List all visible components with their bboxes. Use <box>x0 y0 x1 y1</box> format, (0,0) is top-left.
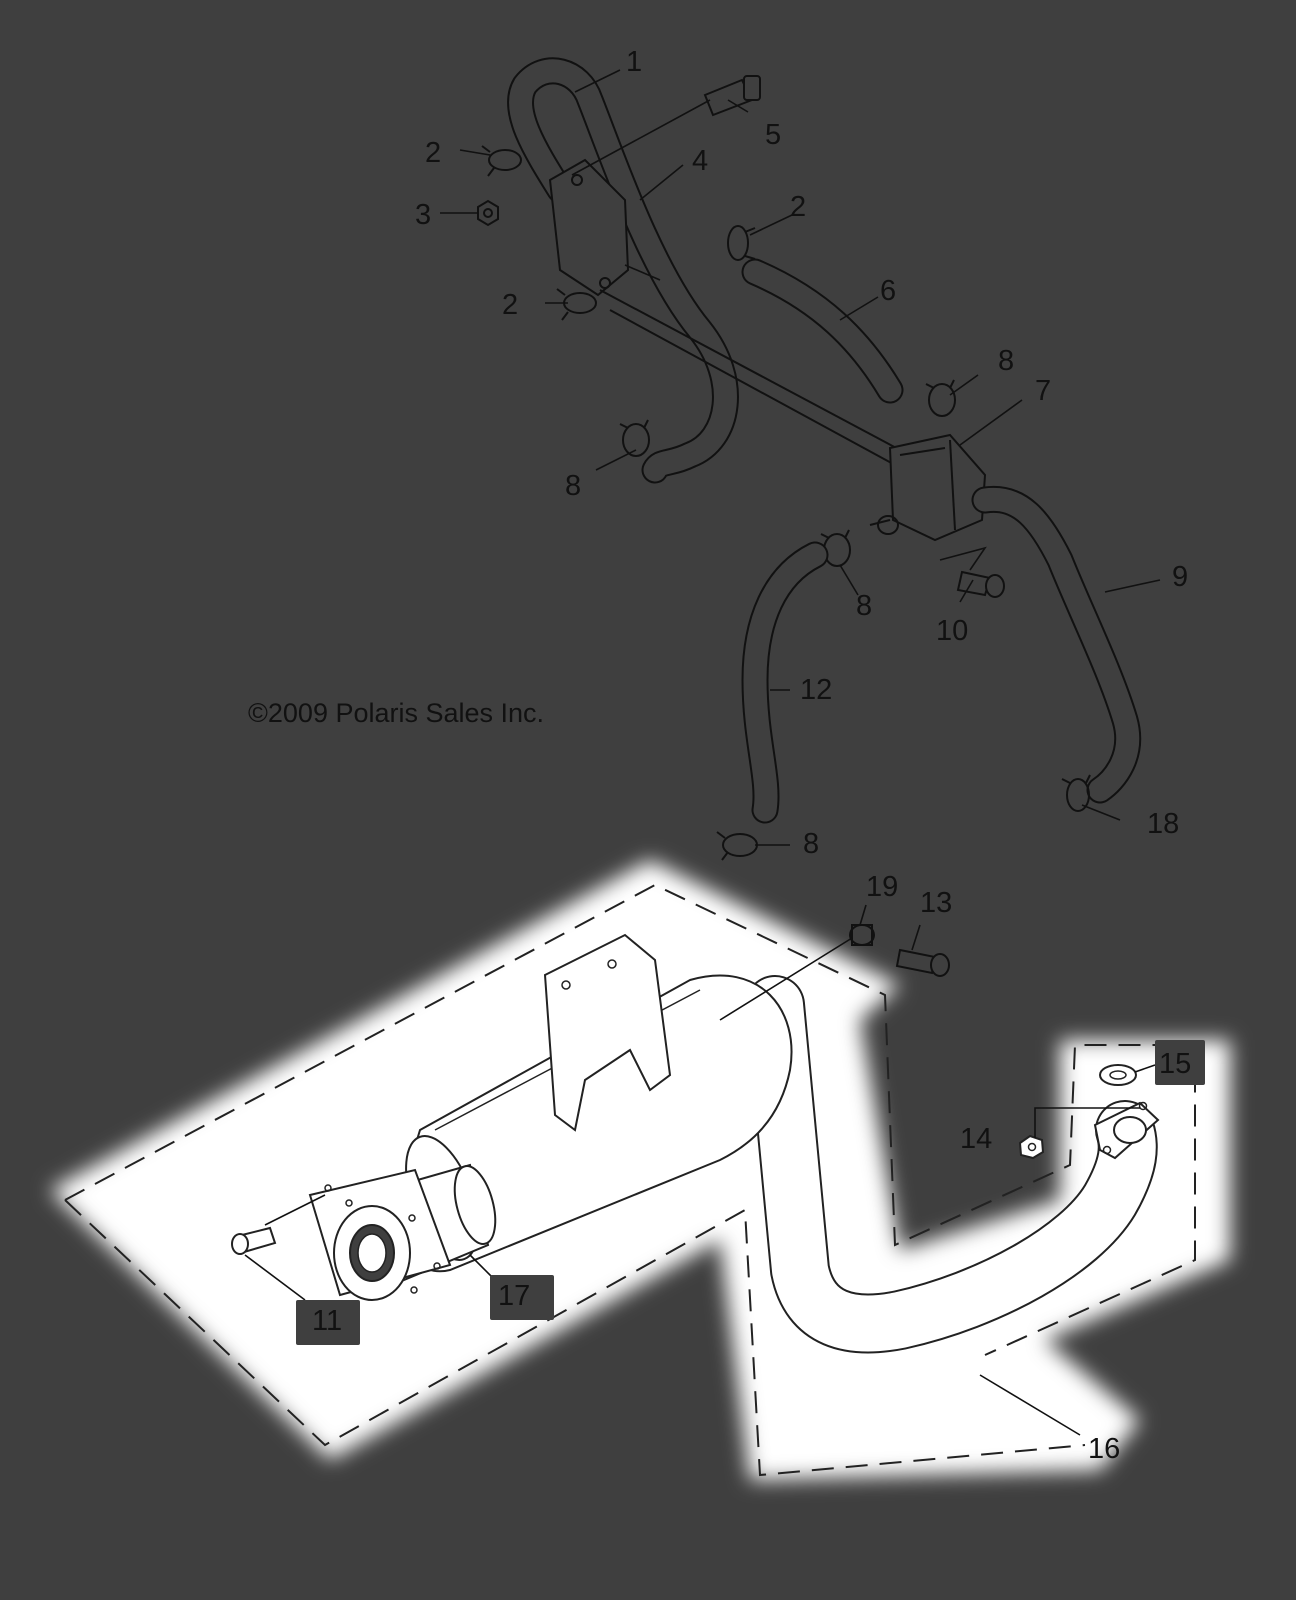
callout-4: 4 <box>692 145 708 177</box>
callout-14: 14 <box>960 1123 992 1155</box>
callout-8b: 8 <box>565 470 581 502</box>
callout-3: 3 <box>415 199 431 231</box>
callout-7: 7 <box>1035 375 1051 407</box>
callout-2c: 2 <box>502 289 518 321</box>
bolt-10 <box>956 570 1005 598</box>
callout-numbers: 1 2 3 4 5 2 2 6 8 7 8 9 8 10 12 18 8 19 … <box>312 46 1191 1465</box>
callout-8c: 8 <box>856 590 872 622</box>
callout-11: 11 <box>312 1305 342 1337</box>
kit-dashed-outline <box>64 883 1196 1477</box>
callout-15: 15 <box>1159 1048 1191 1080</box>
clamp-8-right <box>925 379 956 417</box>
clamp-2-upper <box>481 145 522 177</box>
callout-13: 13 <box>920 887 952 919</box>
clamp-8-bottom <box>716 831 758 861</box>
muffler-mount-bracket <box>543 933 672 1132</box>
valve-body-4 <box>548 158 661 297</box>
screw-11 <box>231 1226 277 1255</box>
hose-6 <box>741 258 904 404</box>
gasket-15 <box>1099 1064 1137 1086</box>
callout-8a: 8 <box>998 345 1014 377</box>
callout-6: 6 <box>880 275 896 307</box>
clamp-8-left <box>619 419 650 457</box>
callout-18: 18 <box>1147 808 1179 840</box>
copyright-notice: ©2009 Polaris Sales Inc. <box>248 698 544 728</box>
hose-1 <box>507 57 739 484</box>
hose-12 <box>741 541 829 824</box>
clamp-18 <box>1061 774 1091 812</box>
clamp-2-lower <box>556 288 597 321</box>
bolt-5 <box>703 75 761 117</box>
callout-16: 16 <box>1088 1433 1120 1465</box>
callout-5: 5 <box>765 119 781 151</box>
callout-8d: 8 <box>803 828 819 860</box>
exhaust-flange <box>1093 1101 1160 1160</box>
connecting-tube <box>599 289 901 466</box>
bolt-13 <box>895 948 950 977</box>
label-boxes <box>296 1040 1205 1345</box>
head-pipe-16 <box>745 975 1158 1354</box>
nut-3 <box>477 199 499 227</box>
callout-19: 19 <box>866 871 898 903</box>
callout-2a: 2 <box>425 137 441 169</box>
nut-14 <box>1018 1134 1045 1160</box>
hose-9 <box>971 485 1142 804</box>
spacer-19 <box>849 924 875 946</box>
callout-1: 1 <box>626 46 642 78</box>
callout-2b: 2 <box>790 191 806 223</box>
clamp-2-right <box>727 225 756 261</box>
callout-10: 10 <box>936 615 968 647</box>
callout-9: 9 <box>1172 561 1188 593</box>
leader-lines <box>244 69 1161 1436</box>
callout-12: 12 <box>800 674 832 706</box>
callout-17: 17 <box>498 1280 530 1312</box>
valve-housing-7 <box>869 433 987 542</box>
spark-arrestor-17 <box>308 1168 452 1301</box>
